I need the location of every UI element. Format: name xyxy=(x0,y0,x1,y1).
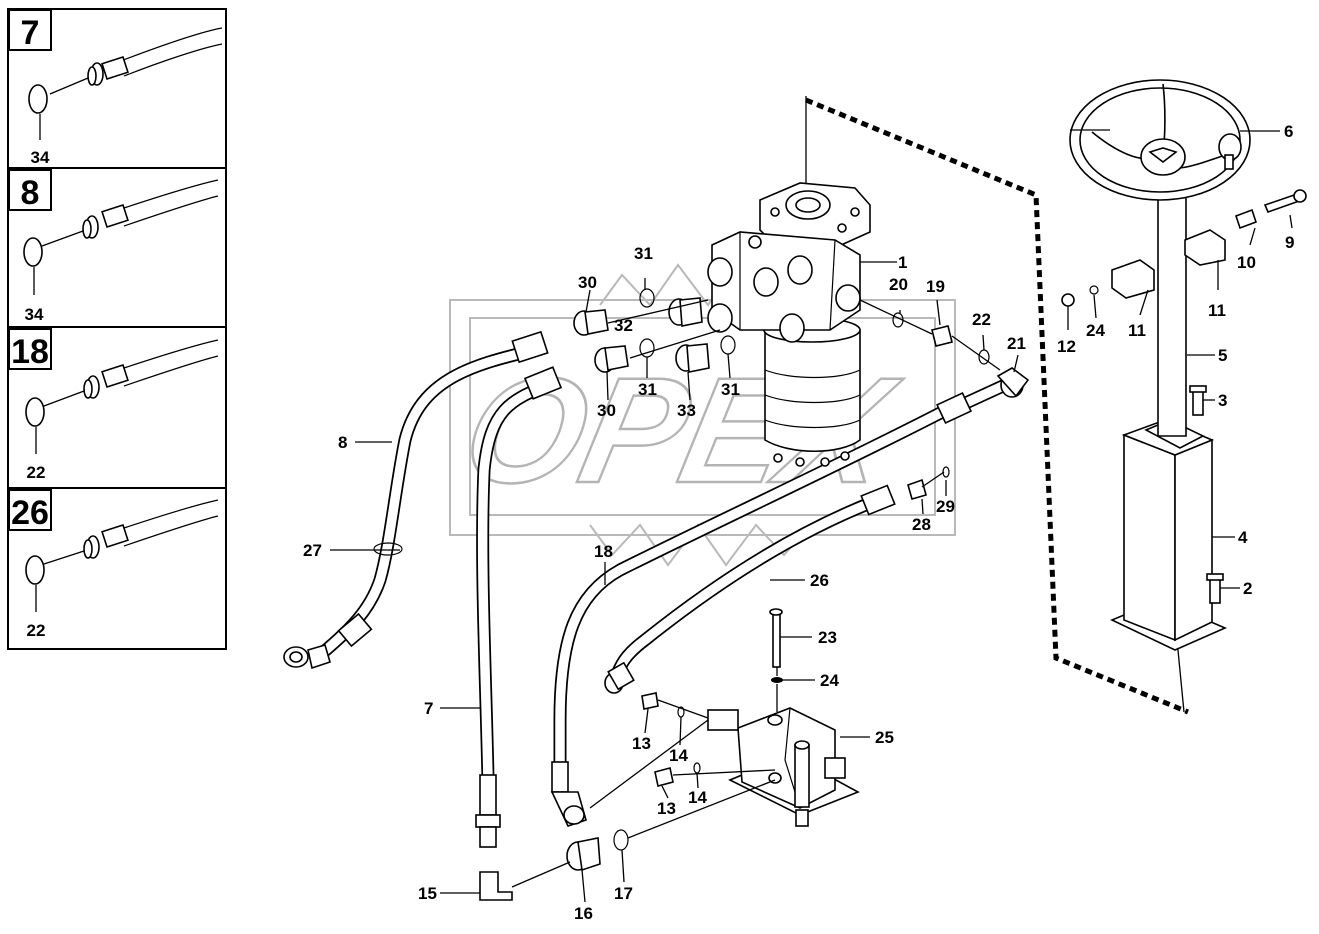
callout-8: 8 xyxy=(338,433,347,452)
callout-26: 26 xyxy=(810,571,829,590)
callout-18: 18 xyxy=(594,542,613,561)
callout-10: 10 xyxy=(1237,253,1256,272)
callout-28: 28 xyxy=(912,515,931,534)
callout-13: 13 xyxy=(632,734,651,753)
callout-27: 27 xyxy=(303,541,322,560)
steering-unit xyxy=(707,182,871,467)
callout-11: 11 xyxy=(1208,301,1226,320)
callout-24: 24 xyxy=(1086,321,1105,340)
callout-6: 6 xyxy=(1284,122,1293,141)
steering-column xyxy=(1061,79,1307,651)
callout-13: 13 xyxy=(657,799,676,818)
unit-fittings xyxy=(573,288,1001,500)
inset-label: 22 xyxy=(27,621,46,640)
callout-31: 31 xyxy=(721,380,740,399)
callout-30: 30 xyxy=(578,273,597,292)
callout-11: 11 xyxy=(1128,321,1146,340)
callout-15: 15 xyxy=(418,884,437,903)
callout-33: 33 xyxy=(677,401,696,420)
callout-22: 22 xyxy=(972,310,991,329)
callout-5: 5 xyxy=(1218,346,1227,365)
inset-18: 18 22 xyxy=(8,328,219,482)
callout-32: 32 xyxy=(614,316,633,335)
callout-leaders xyxy=(330,129,1293,903)
callout-19: 19 xyxy=(926,277,945,296)
callout-4: 4 xyxy=(1238,528,1248,547)
callout-14: 14 xyxy=(688,788,707,807)
inset-number: 7 xyxy=(21,14,40,52)
inset-number: 26 xyxy=(11,494,49,532)
priority-valve xyxy=(479,608,860,901)
inset-8: 8 34 xyxy=(8,169,219,324)
callout-31: 31 xyxy=(638,380,657,399)
hoses xyxy=(313,343,1012,787)
callout-labels: 1 6 9 10 11 11 12 24 5 3 4 2 31 30 32 20… xyxy=(303,122,1294,923)
callout-30: 30 xyxy=(597,401,616,420)
callout-31: 31 xyxy=(634,244,653,263)
inset-7: 7 34 xyxy=(8,9,223,167)
callout-23: 23 xyxy=(818,628,837,647)
inset-label: 34 xyxy=(31,148,50,167)
callout-7: 7 xyxy=(424,699,433,718)
callout-24: 24 xyxy=(820,671,839,690)
inset-label: 34 xyxy=(25,305,44,324)
callout-20: 20 xyxy=(889,275,908,294)
callout-9: 9 xyxy=(1285,233,1294,252)
watermark: OPEX xyxy=(449,263,956,567)
callout-21: 21 xyxy=(1007,334,1026,353)
callout-12: 12 xyxy=(1057,337,1076,356)
callout-3: 3 xyxy=(1218,391,1227,410)
inset-panels: 7 34 8 34 18 xyxy=(7,8,227,650)
inset-number: 8 xyxy=(21,174,40,212)
inset-label: 22 xyxy=(27,463,46,482)
hose-fittings xyxy=(283,330,1030,848)
callout-29: 29 xyxy=(936,497,955,516)
inset-number: 18 xyxy=(11,333,49,371)
callout-16: 16 xyxy=(574,904,593,923)
callout-17: 17 xyxy=(614,884,633,903)
callout-25: 25 xyxy=(875,728,894,747)
callout-14: 14 xyxy=(669,746,688,765)
callout-1: 1 xyxy=(898,253,907,272)
callout-2: 2 xyxy=(1243,579,1252,598)
inset-26: 26 22 xyxy=(8,489,219,640)
